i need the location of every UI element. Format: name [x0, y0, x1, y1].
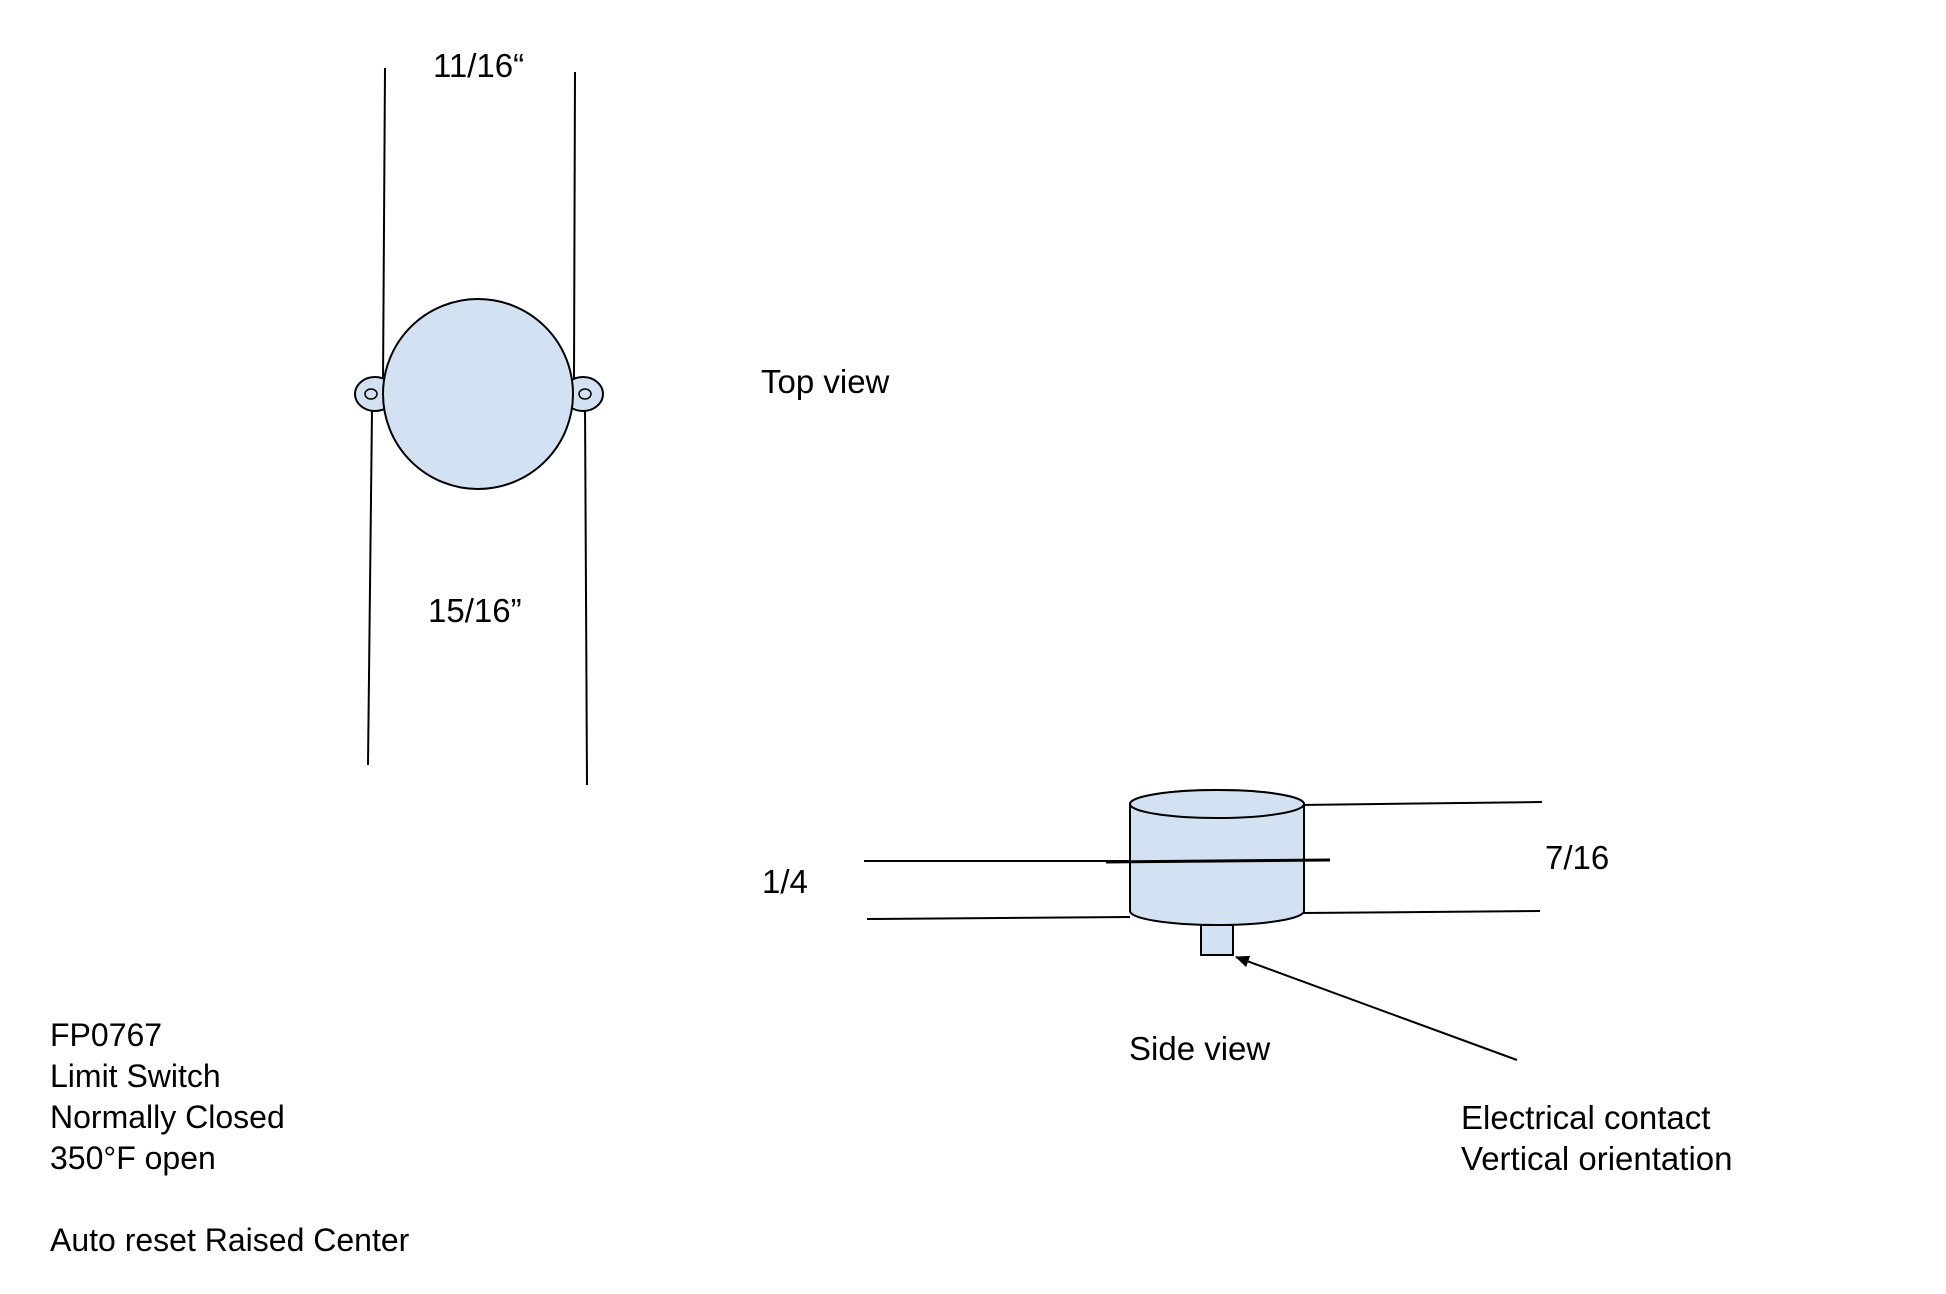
- top-dim-line-right-upper: [573, 71, 576, 381]
- top-dim-line-left-upper: [382, 67, 386, 384]
- side-dim-line-left-lower: [866, 916, 1131, 920]
- callout-line-2: Vertical orientation: [1461, 1140, 1733, 1177]
- side-dim-line-right-upper: [1299, 801, 1543, 806]
- switch-body-top: [382, 298, 574, 490]
- contact-state: Normally Closed: [50, 1099, 285, 1135]
- dim-top-label: 11/16“: [433, 47, 524, 84]
- top-dim-line-left-lower: [367, 409, 373, 766]
- part-type: Limit Switch: [50, 1058, 221, 1094]
- dim-bottom-label: 15/16”: [428, 592, 522, 629]
- callout-line-1: Electrical contact: [1461, 1099, 1710, 1136]
- part-number: FP0767: [50, 1017, 163, 1053]
- dim-left-label: 1/4: [762, 863, 808, 900]
- top-view: [354, 67, 604, 786]
- dim-right-label: 7/16: [1545, 839, 1609, 876]
- top-view-label: Top view: [761, 363, 890, 400]
- side-view: [864, 789, 1543, 1061]
- reset-type: Auto reset Raised Center: [50, 1222, 410, 1258]
- body-seam: [1105, 858, 1331, 864]
- switch-body-side-top: [1129, 789, 1305, 819]
- part-notes: FP0767 Limit Switch Normally Closed 350°…: [50, 1015, 409, 1261]
- temperature-rating: 350°F open: [50, 1140, 216, 1176]
- callout-arrow: [1235, 955, 1518, 1061]
- side-dim-line-right-lower: [1301, 910, 1541, 914]
- electrical-contact: [1200, 924, 1234, 956]
- side-view-label: Side view: [1129, 1030, 1270, 1067]
- top-dim-line-right-lower: [584, 404, 588, 786]
